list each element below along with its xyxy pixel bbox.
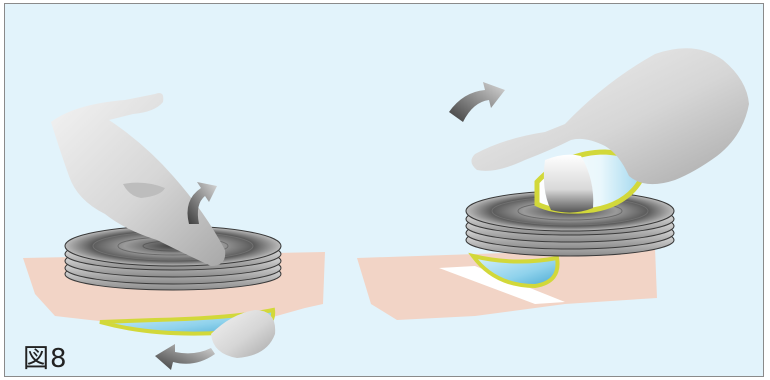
figure-caption: 図8 [23, 344, 68, 374]
rotate-arrow-icon [449, 82, 505, 122]
right-panel [357, 48, 749, 320]
figure-panel: 図8 [4, 3, 764, 377]
rotate-arrow-icon [155, 344, 215, 370]
illustration [5, 4, 764, 377]
left-panel [23, 93, 325, 370]
